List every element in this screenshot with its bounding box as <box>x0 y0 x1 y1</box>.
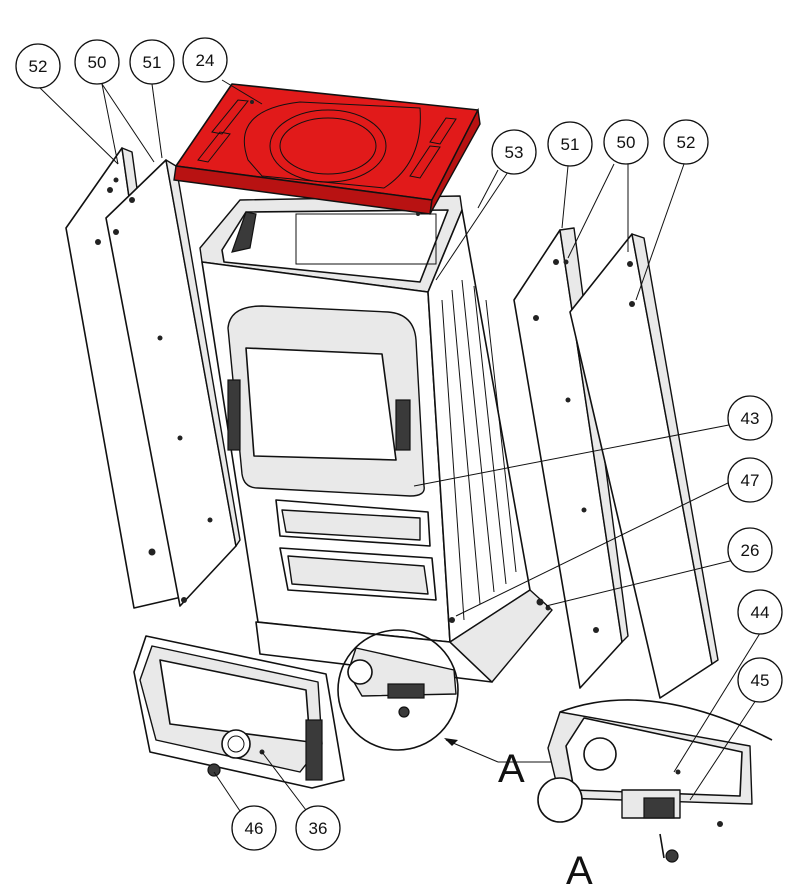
callout-label: 52 <box>29 57 48 76</box>
detail-a-reference <box>337 629 556 763</box>
callout-label: 47 <box>741 471 760 490</box>
detail-a-view <box>537 699 773 863</box>
leader-lines <box>37 79 763 821</box>
callout-label: 24 <box>196 51 215 70</box>
callout-label: 43 <box>741 409 760 428</box>
callout-53: 53 <box>491 129 537 175</box>
callout-label: 51 <box>143 53 162 72</box>
callout-24: 24 <box>182 37 228 83</box>
callout-label: 53 <box>505 143 524 162</box>
callout-label: 50 <box>88 53 107 72</box>
callout-46: 46 <box>231 805 277 851</box>
callout-label: 51 <box>561 135 580 154</box>
callout-51-right: 51 <box>547 121 593 167</box>
side-panel-52-right[interactable] <box>569 233 719 699</box>
top-plate-24[interactable] <box>173 83 481 216</box>
callout-52-right: 52 <box>663 119 709 165</box>
callout-label: 26 <box>741 541 760 560</box>
callout-45: 45 <box>737 657 783 703</box>
callout-52-left: 52 <box>15 43 61 89</box>
detail-ref-letter: A <box>498 747 525 791</box>
callout-label: 46 <box>245 819 264 838</box>
callout-43: 43 <box>727 395 773 441</box>
callout-label: 45 <box>751 671 770 690</box>
stove-body[interactable] <box>199 195 553 683</box>
callout-50-right: 50 <box>603 119 649 165</box>
callout-label: 52 <box>677 133 696 152</box>
callout-50-left: 50 <box>74 39 120 85</box>
front-door-36[interactable] <box>133 635 345 789</box>
side-panel-51-left[interactable] <box>105 159 241 607</box>
callout-label: 50 <box>617 133 636 152</box>
callout-36: 36 <box>295 805 341 851</box>
callout-label: 44 <box>751 603 770 622</box>
callout-51-left: 51 <box>129 39 175 85</box>
callout-26: 26 <box>727 527 773 573</box>
callout-44: 44 <box>737 589 783 635</box>
callout-label: 36 <box>309 819 328 838</box>
detail-view-letter: A <box>566 849 593 891</box>
callout-47: 47 <box>727 457 773 503</box>
